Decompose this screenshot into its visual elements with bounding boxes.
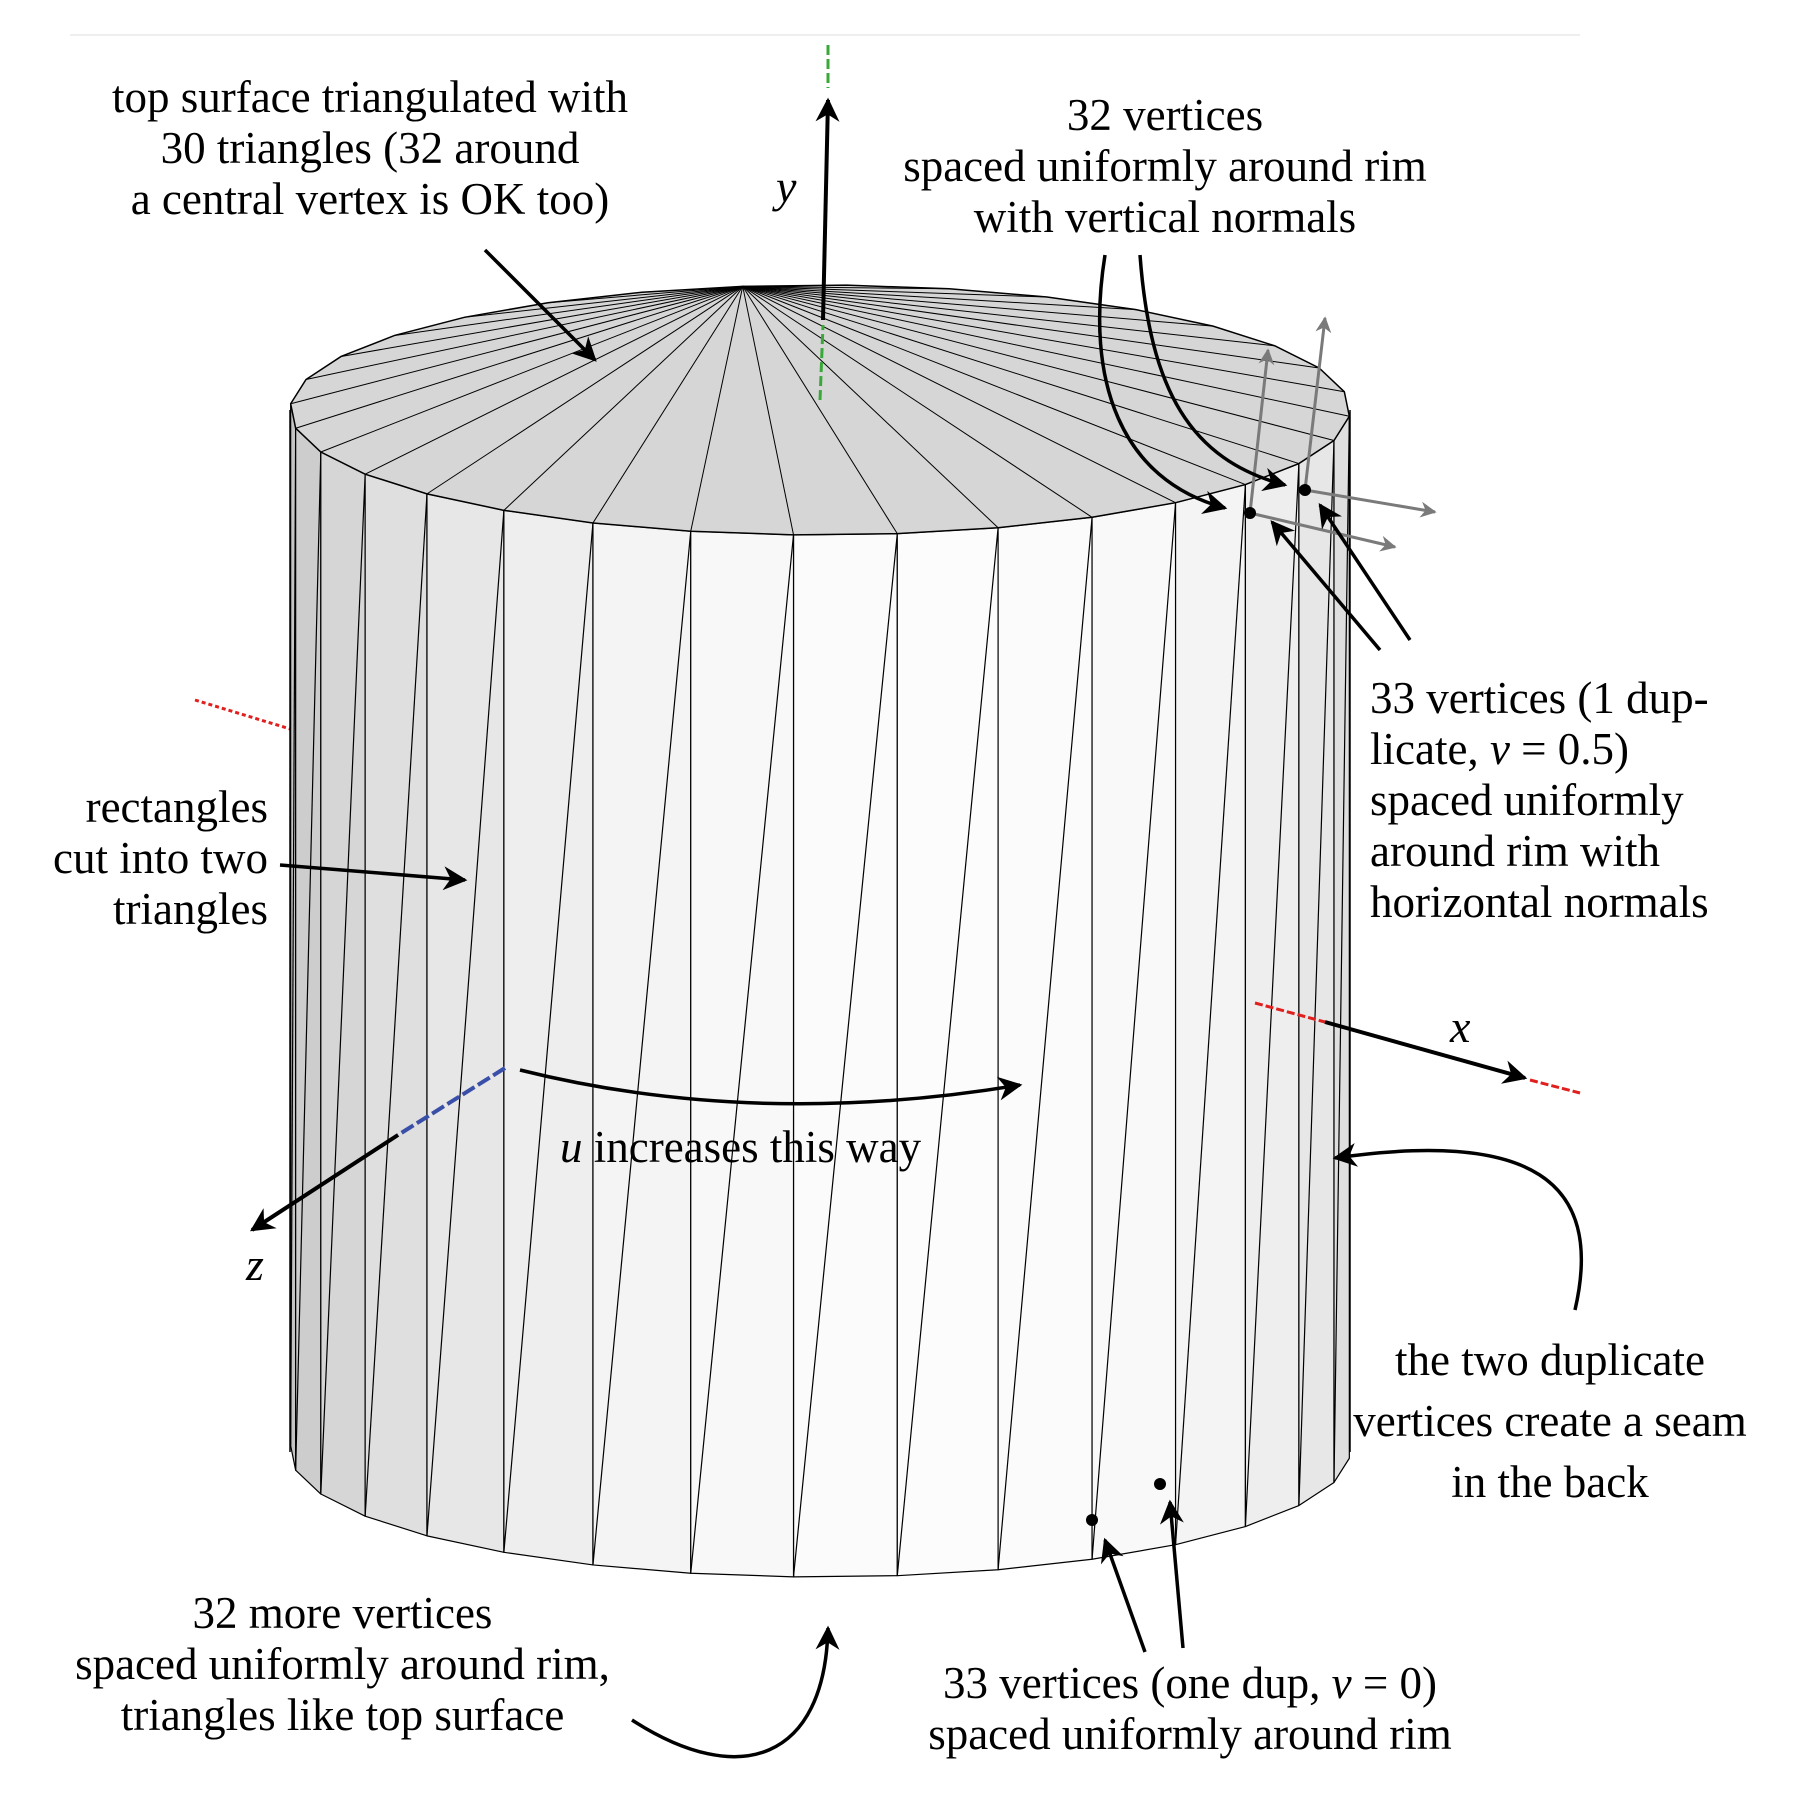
rectangles-note: rectangles cut into two triangles [53,782,268,934]
top-surface-note: top surface triangulated with 30 triangl… [111,72,629,224]
top-fan-edge [742,285,1214,327]
u-direction-note: u increases this way [560,1122,922,1172]
top-fan-edge [295,285,743,429]
top-fan-edge [742,285,1320,369]
x-axis-label: x [1450,1001,1471,1052]
side-diagonal [320,474,366,1495]
side-diagonal [896,527,999,1576]
top-fan-edge [394,285,743,336]
top-fan-edge [742,285,950,290]
side-diagonal [1174,484,1247,1545]
top-rim-note: 32 vertices spaced uniformly around rim … [903,90,1427,242]
top-fan-edge [503,285,744,511]
side-diagonal [426,510,505,1536]
top-fan-edge [742,285,1350,417]
y-axis-label: y [776,161,797,212]
top-fan-edge [742,285,999,529]
side-diagonal [503,522,594,1553]
top-fan-edge [547,285,743,304]
z-axis-label: z [246,1239,264,1290]
side-rim-note: 33 vertices (1 dup- licate, v = 0.5) spa… [1370,673,1709,927]
top-fan-edge [742,285,1345,393]
y-axis [815,45,840,401]
top-fan-edge [742,285,1335,441]
top-fan-edge [742,286,795,535]
top-fan-edge [305,285,743,381]
callout-arrows [279,248,1584,1759]
top-fan-edge [320,285,743,453]
duplicate-vertices [1086,484,1311,1526]
bottom-surface-note: 32 more vertices spaced uniformly around… [75,1588,610,1740]
top-fan-edge [426,285,743,495]
side-diagonal [1298,440,1335,1506]
top-fan-edge [690,286,744,532]
top-fan-edge [742,285,1275,347]
side-diagonal [290,428,297,1446]
cylinder-top-face [289,284,1351,536]
top-fan-edge [290,285,743,405]
vertex-normals [1248,316,1437,552]
seam-note: the two duplicate vertices create a seam… [1353,1335,1747,1507]
top-fan-edge [742,286,898,534]
top-fan-edge [464,285,743,318]
top-fan-edge [742,285,1048,298]
side-diagonal [690,534,795,1574]
top-fan-edge [742,285,1137,311]
side-diagonal [1333,416,1350,1483]
top-fan-edge [742,285,1300,465]
side-diagonal [1244,463,1300,1527]
top-fan-edge [742,285,1093,518]
side-diagonal [364,493,428,1517]
top-fan-edge [742,285,1176,504]
top-fan-edge [364,285,743,475]
top-fan-edge [592,286,744,524]
side-diagonal [1091,502,1177,1560]
side-diagonal [792,533,898,1577]
cylinder-side-faces [289,403,1351,1578]
bottom-rim-note: 33 vertices (one dup, v = 0) spaced unif… [928,1658,1452,1759]
z-axis [249,1066,507,1232]
side-diagonal [997,517,1093,1570]
top-fan-edge [341,285,743,357]
side-diagonal [295,451,322,1471]
x-axis [1254,1001,1581,1095]
side-diagonal [592,531,692,1566]
top-fan-edge [742,285,1246,486]
